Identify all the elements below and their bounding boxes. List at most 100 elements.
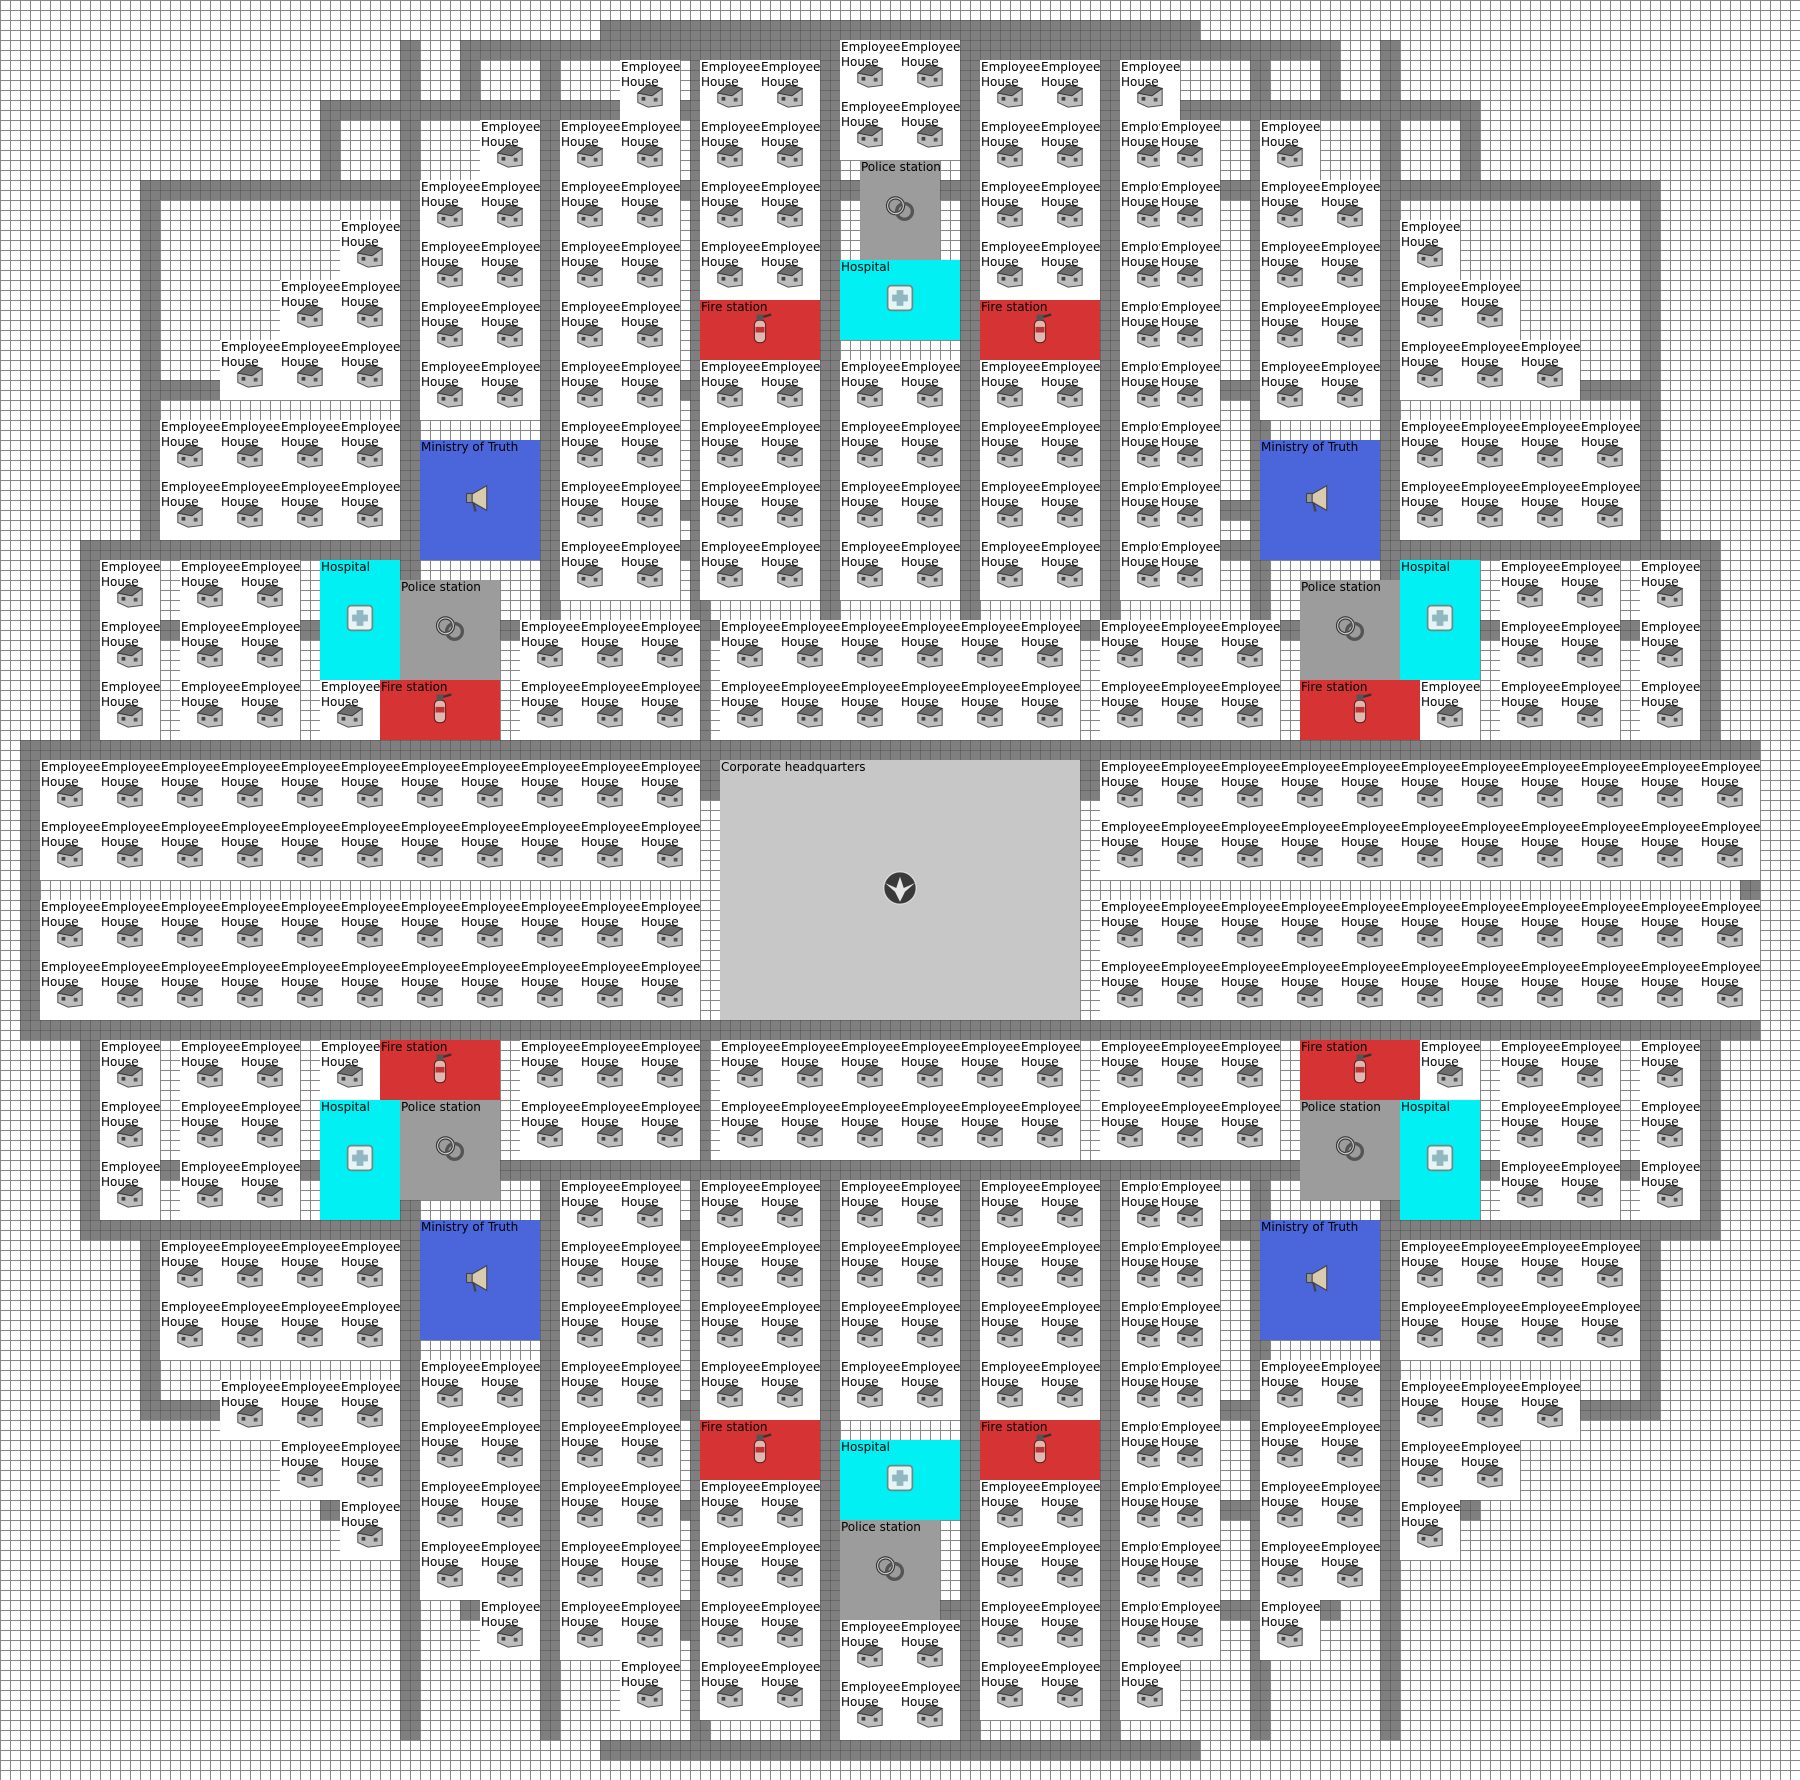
employee-house[interactable]: Employee House bbox=[1700, 760, 1760, 820]
employee-house[interactable]: Employee House bbox=[520, 620, 580, 680]
employee-house[interactable]: Employee House bbox=[580, 1040, 640, 1100]
employee-house[interactable]: Employee House bbox=[1040, 180, 1100, 240]
employee-house[interactable]: Employee House bbox=[280, 280, 340, 340]
employee-house[interactable]: Employee House bbox=[1020, 1040, 1080, 1100]
employee-house[interactable]: Employee House bbox=[1700, 900, 1760, 960]
employee-house[interactable]: Employee House bbox=[700, 480, 760, 540]
employee-house[interactable]: Employee House bbox=[1560, 1040, 1620, 1100]
employee-house[interactable]: Employee House bbox=[980, 1480, 1040, 1540]
employee-house[interactable]: Employee House bbox=[900, 620, 960, 680]
employee-house[interactable]: Employee House bbox=[1160, 1600, 1220, 1660]
employee-house[interactable]: Employee House bbox=[1400, 1500, 1460, 1560]
employee-house[interactable]: Employee House bbox=[980, 120, 1040, 180]
employee-house[interactable]: Employee House bbox=[1020, 620, 1080, 680]
employee-house[interactable]: Employee House bbox=[1460, 340, 1520, 400]
employee-house[interactable]: Employee House bbox=[760, 1660, 820, 1720]
employee-house[interactable]: Employee House bbox=[700, 120, 760, 180]
employee-house[interactable]: Employee House bbox=[1220, 1040, 1280, 1100]
employee-house[interactable]: Employee House bbox=[1460, 820, 1520, 880]
employee-house[interactable]: Employee House bbox=[700, 420, 760, 480]
employee-house[interactable]: Employee House bbox=[240, 1160, 300, 1220]
employee-house[interactable]: Employee House bbox=[640, 960, 700, 1020]
employee-house[interactable]: Employee House bbox=[560, 420, 620, 480]
employee-house[interactable]: Employee House bbox=[1260, 1480, 1320, 1540]
employee-house[interactable]: Employee House bbox=[420, 360, 480, 420]
employee-house[interactable]: Employee House bbox=[840, 540, 900, 600]
employee-house[interactable]: Employee House bbox=[1580, 420, 1640, 480]
employee-house[interactable]: Employee House bbox=[840, 1240, 900, 1300]
employee-house[interactable]: Employee House bbox=[760, 540, 820, 600]
employee-house[interactable]: Employee House bbox=[280, 900, 340, 960]
hospital[interactable]: Hospital bbox=[840, 1440, 960, 1520]
employee-house[interactable]: Employee House bbox=[340, 480, 400, 540]
employee-house[interactable]: Employee House bbox=[900, 1040, 960, 1100]
employee-house[interactable]: Employee House bbox=[840, 1360, 900, 1420]
employee-house[interactable]: Employee House bbox=[320, 680, 380, 740]
employee-house[interactable]: Employee House bbox=[900, 1300, 960, 1360]
employee-house[interactable]: Employee House bbox=[1580, 480, 1640, 540]
employee-house[interactable]: Employee House bbox=[460, 820, 520, 880]
employee-house[interactable]: Employee House bbox=[520, 900, 580, 960]
employee-house[interactable]: Employee House bbox=[1400, 1440, 1460, 1500]
employee-house[interactable]: Employee House bbox=[40, 760, 100, 820]
employee-house[interactable]: Employee House bbox=[580, 820, 640, 880]
employee-house[interactable]: Employee House bbox=[980, 1360, 1040, 1420]
employee-house[interactable]: Employee House bbox=[480, 1540, 540, 1600]
employee-house[interactable]: Employee House bbox=[1560, 1100, 1620, 1160]
fire-station[interactable]: Fire station bbox=[980, 300, 1100, 360]
employee-house[interactable]: Employee House bbox=[280, 1300, 340, 1360]
employee-house[interactable]: Employee House bbox=[980, 180, 1040, 240]
employee-house[interactable]: Employee House bbox=[480, 360, 540, 420]
employee-house[interactable]: Employee House bbox=[1560, 560, 1620, 620]
employee-house[interactable]: Employee House bbox=[1460, 1300, 1520, 1360]
employee-house[interactable]: Employee House bbox=[1580, 1300, 1640, 1360]
employee-house[interactable]: Employee House bbox=[1500, 1040, 1560, 1100]
employee-house[interactable]: Employee House bbox=[640, 620, 700, 680]
employee-house[interactable]: Employee House bbox=[620, 1480, 680, 1540]
employee-house[interactable]: Employee House bbox=[1220, 820, 1280, 880]
employee-house[interactable]: Employee House bbox=[1560, 620, 1620, 680]
employee-house[interactable]: Employee House bbox=[1520, 480, 1580, 540]
employee-house[interactable]: Employee House bbox=[1460, 1380, 1520, 1440]
employee-house[interactable]: Employee House bbox=[640, 760, 700, 820]
employee-house[interactable]: Employee House bbox=[1520, 1240, 1580, 1300]
employee-house[interactable]: Employee House bbox=[460, 760, 520, 820]
employee-house[interactable]: Employee House bbox=[900, 1100, 960, 1160]
employee-house[interactable]: Employee House bbox=[560, 1540, 620, 1600]
employee-house[interactable]: Employee House bbox=[160, 960, 220, 1020]
employee-house[interactable]: Employee House bbox=[1120, 1660, 1180, 1720]
ministry-of-truth[interactable]: Ministry of Truth bbox=[1260, 1220, 1380, 1340]
employee-house[interactable]: Employee House bbox=[420, 240, 480, 300]
employee-house[interactable]: Employee House bbox=[620, 180, 680, 240]
employee-house[interactable]: Employee House bbox=[700, 1300, 760, 1360]
employee-house[interactable]: Employee House bbox=[960, 680, 1020, 740]
employee-house[interactable]: Employee House bbox=[1260, 300, 1320, 360]
employee-house[interactable]: Employee House bbox=[1160, 680, 1220, 740]
employee-house[interactable]: Employee House bbox=[1640, 560, 1700, 620]
employee-house[interactable]: Employee House bbox=[840, 1040, 900, 1100]
employee-house[interactable]: Employee House bbox=[1460, 960, 1520, 1020]
employee-house[interactable]: Employee House bbox=[1100, 900, 1160, 960]
employee-house[interactable]: Employee House bbox=[840, 1300, 900, 1360]
employee-house[interactable]: Employee House bbox=[1160, 240, 1220, 300]
hospital[interactable]: Hospital bbox=[840, 260, 960, 340]
employee-house[interactable]: Employee House bbox=[760, 180, 820, 240]
employee-house[interactable]: Employee House bbox=[1340, 960, 1400, 1020]
employee-house[interactable]: Employee House bbox=[580, 1100, 640, 1160]
employee-house[interactable]: Employee House bbox=[980, 540, 1040, 600]
hospital[interactable]: Hospital bbox=[320, 1100, 400, 1220]
employee-house[interactable]: Employee House bbox=[720, 1100, 780, 1160]
employee-house[interactable]: Employee House bbox=[980, 480, 1040, 540]
employee-house[interactable]: Employee House bbox=[1100, 820, 1160, 880]
employee-house[interactable]: Employee House bbox=[980, 1540, 1040, 1600]
employee-house[interactable]: Employee House bbox=[760, 360, 820, 420]
employee-house[interactable]: Employee House bbox=[1320, 1360, 1380, 1420]
corporate-headquarters[interactable]: Corporate headquarters bbox=[720, 760, 1080, 1020]
employee-house[interactable]: Employee House bbox=[840, 1100, 900, 1160]
employee-house[interactable]: Employee House bbox=[1040, 1360, 1100, 1420]
employee-house[interactable]: Employee House bbox=[1160, 480, 1220, 540]
employee-house[interactable]: Employee House bbox=[620, 1420, 680, 1480]
employee-house[interactable]: Employee House bbox=[1040, 1660, 1100, 1720]
hospital[interactable]: Hospital bbox=[1400, 1100, 1480, 1220]
employee-house[interactable]: Employee House bbox=[840, 620, 900, 680]
